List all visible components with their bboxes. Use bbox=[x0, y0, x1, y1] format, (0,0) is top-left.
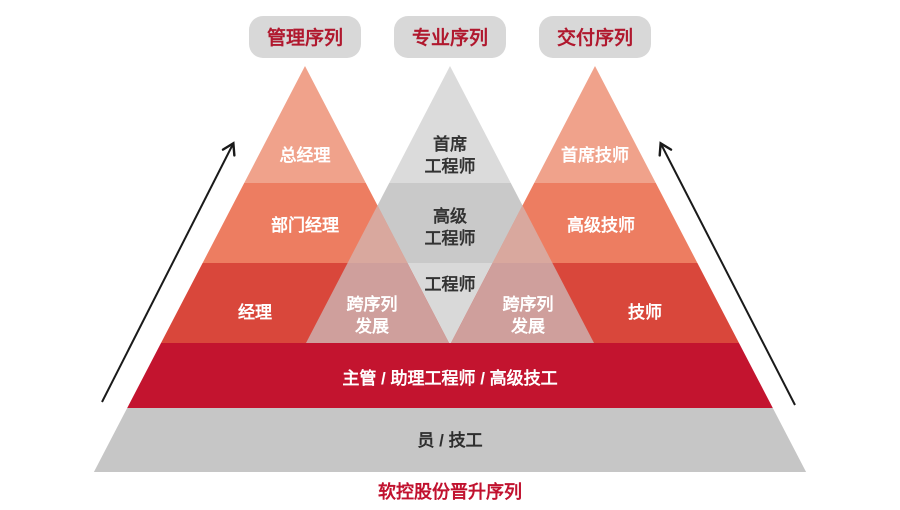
sequence-pill-professional: 专业序列 bbox=[394, 16, 506, 58]
professional-level1-label-line2: 工程师 bbox=[425, 156, 476, 176]
delivery-level2-label: 高级技师 bbox=[567, 215, 635, 235]
management-level3-label: 经理 bbox=[238, 302, 272, 322]
professional-level2-label-line2: 工程师 bbox=[425, 228, 476, 248]
cross-development-right-label-line2: 发展 bbox=[510, 316, 545, 336]
pill-background bbox=[539, 16, 651, 58]
cross-development-right-label-line1: 跨序列 bbox=[503, 294, 554, 314]
management-level2-band bbox=[202, 183, 408, 263]
sequence-pill-management: 管理序列 bbox=[249, 16, 361, 58]
cross-development-right-lower-region bbox=[451, 263, 594, 343]
delivery-level3-label: 技师 bbox=[628, 302, 662, 322]
supervisor-band-label: 主管 / 助理工程师 / 高级技工 bbox=[342, 368, 557, 388]
pill-label: 管理序列 bbox=[267, 26, 343, 49]
pill-label: 专业序列 bbox=[412, 26, 488, 49]
professional-level2-label-line1: 高级 bbox=[433, 206, 467, 226]
up-arrow-left-icon bbox=[101, 141, 236, 403]
professional-level1-band bbox=[389, 66, 511, 183]
pill-label: 交付序列 bbox=[557, 26, 633, 49]
staff-band bbox=[93, 408, 807, 472]
cross-development-left-label-line2: 发展 bbox=[354, 316, 389, 336]
supervisor-band bbox=[127, 343, 773, 408]
up-arrow-right-icon bbox=[658, 141, 796, 406]
diagram-caption: 软控股份晋升序列 bbox=[378, 481, 522, 502]
professional-level3-label: 工程师 bbox=[425, 274, 476, 294]
delivery-level2-band bbox=[492, 183, 698, 263]
management-level1-band bbox=[244, 66, 366, 183]
pill-background bbox=[394, 16, 506, 58]
sequence-pill-delivery: 交付序列 bbox=[539, 16, 651, 58]
pill-background bbox=[249, 16, 361, 58]
management-level1-label: 总经理 bbox=[280, 145, 331, 165]
professional-level1-label-line1: 首席 bbox=[433, 134, 467, 154]
professional-level2-band bbox=[347, 183, 553, 263]
delivery-level1-band bbox=[534, 66, 656, 183]
cross-development-left-lower-region bbox=[306, 263, 449, 343]
delivery-level1-label: 首席技师 bbox=[561, 145, 629, 165]
cross-development-left-label-line1: 跨序列 bbox=[347, 294, 398, 314]
management-level2-label: 部门经理 bbox=[271, 215, 339, 235]
cross-development-right-upper-region bbox=[492, 205, 553, 263]
staff-band-label: 员 / 技工 bbox=[417, 430, 482, 450]
cross-development-left-upper-region bbox=[347, 205, 408, 263]
